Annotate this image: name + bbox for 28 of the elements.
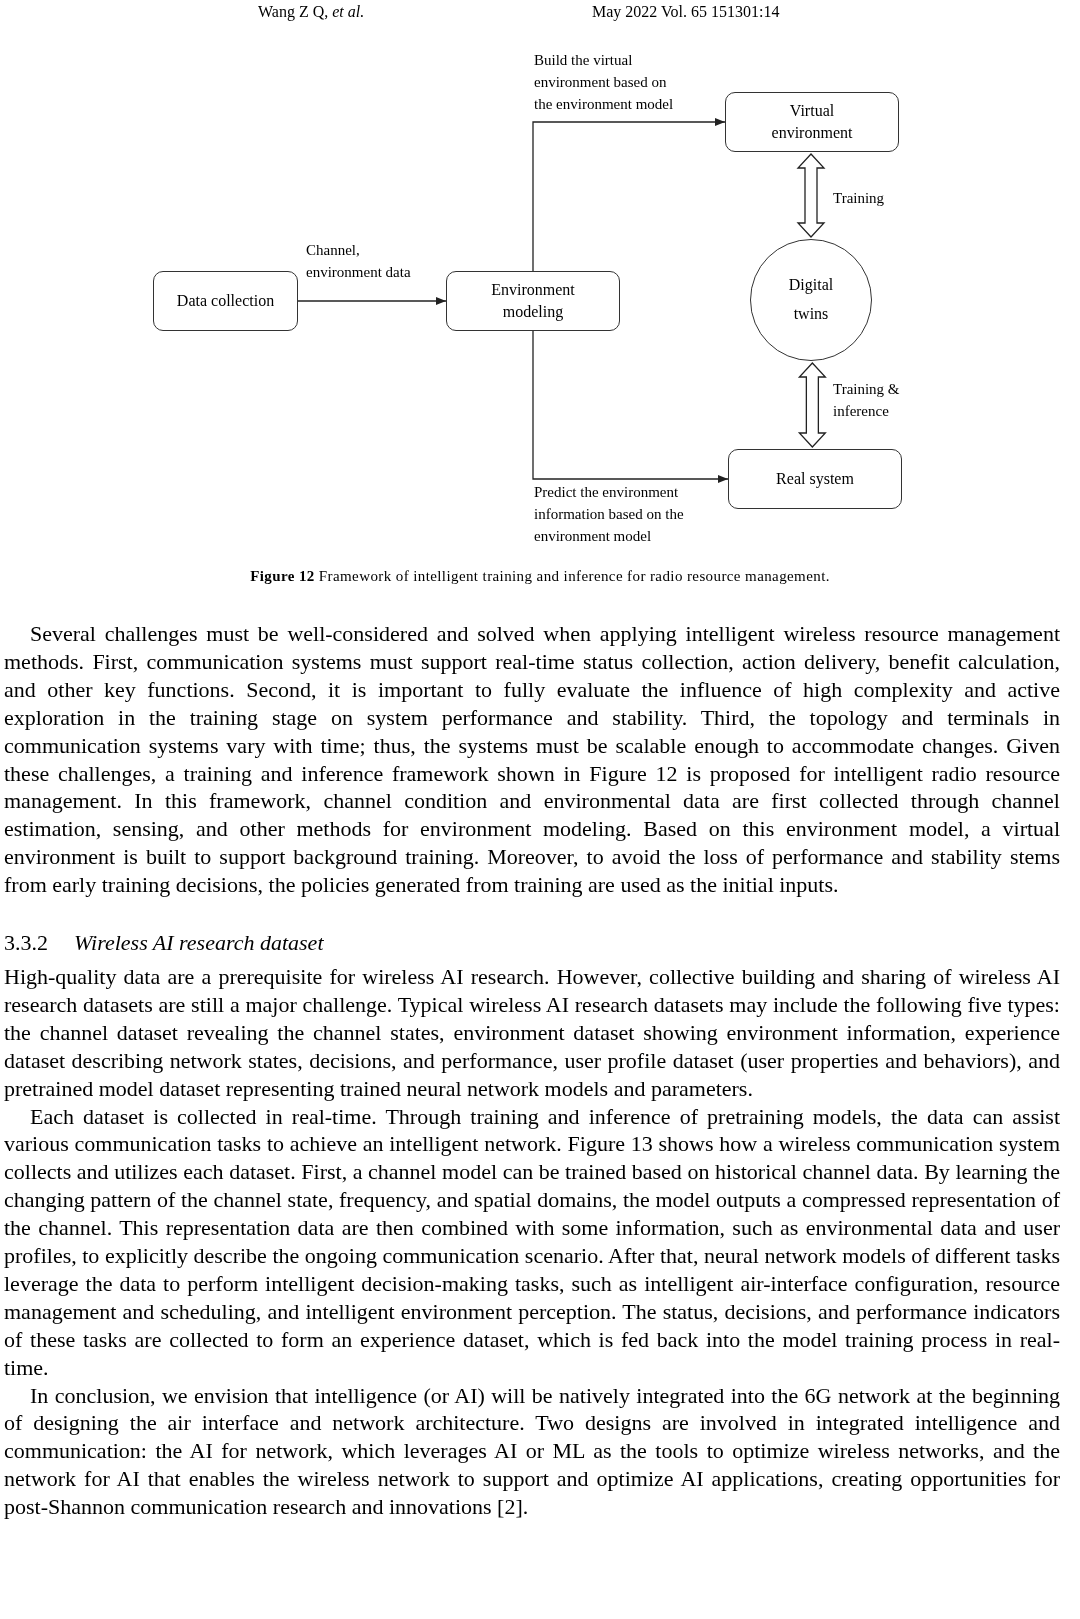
body-paragraph: High-quality data are a prerequisite for wireless AI research. However, collective building and sharing of wireless AI research datasets are still a major challenge. Typical wireless AI research datasets may include the following five types: the channel dataset revealing the channel states, environment dataset showing environment information, experience dataset describing network states, decisions, and performance, user profile dataset (user properties and behaviors), and pretrained model dataset representing trained neural network models and parameters. bbox=[4, 962, 1060, 1103]
arrow bbox=[532, 117, 726, 272]
node-label: Environment modeling bbox=[490, 279, 576, 323]
node-label: Data collection bbox=[175, 290, 276, 311]
section-number: 3.3.2 bbox=[4, 929, 48, 957]
double-block-arrow bbox=[796, 153, 826, 238]
arrow bbox=[532, 330, 729, 484]
body-paragraph: In conclusion, we envision that intelligence (or AI) will be natively integrated into the 6G network at the beginning of designing the air interface and network architecture. Two designs are involved in integrated intelligence and communication: the AI for network, which leverages AI or ML as the tools to optimize wireless networks, and the network for AI that enables the wireless network to support and optimize AI applications, creating opportunities for post-Shannon communication research and innovations [2]. bbox=[4, 1381, 1060, 1522]
running-head-author: Wang Z Q, et al. bbox=[258, 2, 365, 23]
double-block-arrow bbox=[797, 362, 827, 448]
process-box bbox=[446, 271, 620, 331]
body-paragraph: Each dataset is collected in real-time. Through training and inference of pretraining models, the data can assist various communication tasks to achieve an intelligent network. Figure 13 shows how a wireless communication system collects and utilizes each dataset. First, a channel model can be trained based on historical channel data. By learning the changing pattern of the channel state, frequency, and spatial domains, the model outputs a compressed representation of the channel. This representation data are then combined with some information, such as environmental data and user profiles, to explicitly describe the ongoing communication scenario. After that, neural network models of different tasks leverage the data to perform intelligent decision-making tasks, such as intelligent air-interface configuration, resource management and scheduling, and intelligent environment perception. The status, decisions, and performance indicators of these tasks are collected to form an experience dataset, which is fed back into the model training process in real-time. bbox=[4, 1102, 1060, 1382]
node-label: Real system bbox=[775, 468, 855, 490]
node-label: Digital twins bbox=[787, 275, 835, 324]
body-paragraph: Several challenges must be well-considered and solved when applying intelligent wireless resource management methods. First, communication systems must support real-time status collection, action delivery, benefit calculation, and other key functions. Second, it is important to fully evaluate the influence of high complexity and active exploration in the training stage on system performance and stability. Third, the topology and terminals in communication systems vary with time; thus, the systems must be scalable enough to accommodate changes. Given these challenges, a training and inference framework shown in Figure 12 is proposed for intelligent radio resource management. In this framework, channel condition and environmental data are first collected through channel estimation, sensing, and other methods for environment modeling. Based on this environment model, a virtual environment is built to support background training. Moreover, to avoid the loss of performance and stability stems from early training decisions, the policies generated from training are used as the initial inputs. bbox=[4, 620, 1060, 900]
section-title: Wireless AI research dataset bbox=[74, 929, 324, 957]
edge-label: Build the virtual environment based on the environment model bbox=[534, 51, 675, 114]
running-head-issue: May 2022 Vol. 65 151301:14 bbox=[592, 2, 780, 23]
edge-label: Training bbox=[833, 189, 886, 208]
process-box bbox=[725, 92, 899, 152]
process-box bbox=[728, 449, 902, 509]
node-label: Virtual environment bbox=[770, 100, 854, 143]
edge-label: Training & inference bbox=[833, 380, 901, 421]
process-box bbox=[153, 271, 298, 331]
edge-label: Predict the environment information based on the environment model bbox=[534, 483, 685, 546]
figure-caption: Figure 12 Framework of intelligent training and inference for radio resource management. bbox=[249, 567, 831, 586]
arrow bbox=[297, 296, 447, 306]
edge-label: Channel, environment data bbox=[306, 241, 412, 282]
